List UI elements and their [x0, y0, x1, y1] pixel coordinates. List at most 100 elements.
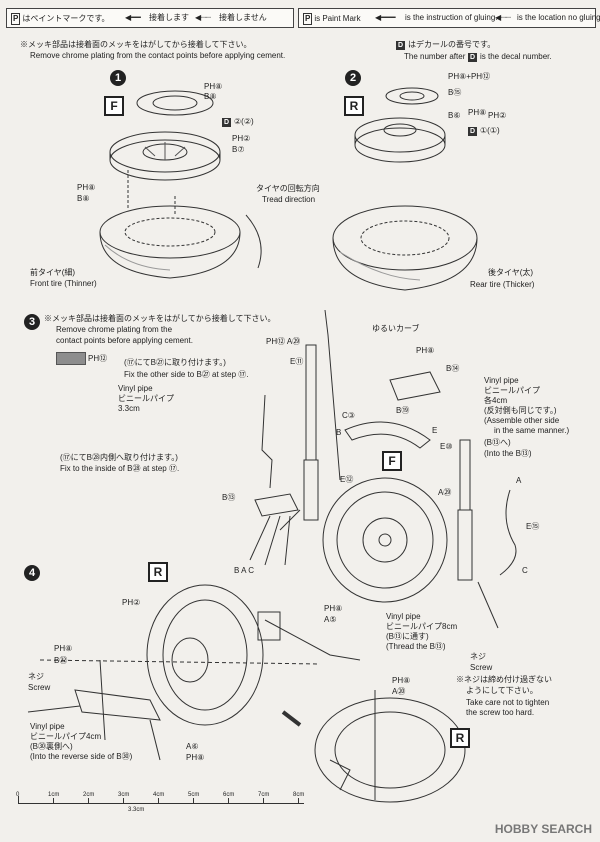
rear-tire-drawing — [332, 205, 478, 291]
front-tire-drawing — [99, 170, 241, 279]
rear-wheel-drawing — [354, 117, 446, 163]
step4-rear-box: R — [148, 562, 168, 582]
step2-tag5: PH② — [488, 111, 507, 120]
fork-bracket-drawing — [249, 371, 441, 566]
step4-vinyl-into: (Into the reverse side of B㉚) — [30, 752, 133, 761]
step2-tag1: PH⑧+PH⑫ — [448, 72, 491, 81]
step3-ph12-a29: PH⑫ A㉙ — [266, 337, 301, 346]
ruler: 0 1cm 2cm 3cm 4cm 5cm 6cm 7cm 8cm 3.3cm — [16, 792, 308, 816]
vinyl2-b13: (B⑬へ) — [484, 438, 511, 447]
step4-vinyl8-en: Vinyl pipe — [386, 612, 421, 621]
glue-arrow-icon: ◀━━━ — [375, 13, 396, 22]
step4-vinyl8-ja: ビニールパイプ8cm — [386, 622, 458, 631]
step4-ph8b: PH⑧ — [324, 604, 343, 613]
front-tire-en: Front tire (Thinner) — [30, 279, 97, 288]
rear-tire-lower-drawing — [314, 690, 466, 803]
step1-tag-b8-b: B⑧ — [77, 194, 90, 203]
step3-note-en2: contact points before applying cement. — [56, 336, 193, 345]
paint-swatch — [56, 352, 86, 365]
tread-direction-en: Tread direction — [262, 195, 316, 204]
ruler-label: 5cm — [188, 792, 200, 798]
decal-box-icon: D — [396, 41, 405, 50]
fix-en2: Fix to the inside of B㉘ at step ⑰. — [60, 464, 180, 473]
step3-curve: ゆるいカーブ — [372, 324, 420, 333]
ruler-label: 8cm — [293, 792, 305, 798]
step3-e: E — [432, 426, 438, 435]
front-disc-drawing — [136, 90, 214, 116]
vinyl2-each: 各4cm — [484, 396, 508, 405]
step4-vinyl-b30: (B㉚裏側へ) — [30, 742, 73, 751]
rear-wheel-step4-drawing — [146, 584, 264, 726]
caution-ja2: ようにして下さい。 — [466, 686, 538, 695]
step2-tag4: B⑥ — [448, 111, 461, 120]
step4-a20: A⑳ — [392, 687, 406, 696]
step4-a5: A⑤ — [324, 615, 337, 624]
step1-decal-box: D — [222, 118, 231, 127]
step2-rear-box: R — [344, 96, 364, 116]
step1-tag-ph2: PH② — [232, 134, 251, 143]
vinyl2-manner: in the same manner.) — [494, 426, 570, 435]
no-glue-arrow-icon: ◀┈┈ — [495, 13, 511, 22]
step1-tag-d2: ②(②) — [234, 117, 254, 126]
legend-left-dotted-text: 接着しません — [219, 13, 267, 22]
fix-en1: Fix the other side to B㉗ at step ⑰. — [124, 370, 249, 379]
step3-b19: B⑲ — [396, 406, 410, 415]
vinyl2-same: (反対側も同じです。) — [484, 406, 557, 415]
brand-logo: HOBBY SEARCH — [494, 822, 592, 836]
step4-screw2-en: Screw — [470, 663, 493, 672]
vinyl2-ja: ビニールパイプ — [484, 386, 540, 395]
step3-ph8: PH⑧ — [416, 346, 435, 355]
rear-axle-drawing — [39, 659, 321, 665]
step-4-marker: 4 — [24, 565, 40, 581]
ruler-label: 2cm — [83, 792, 95, 798]
ruler-label: 1cm — [48, 792, 60, 798]
caution-ja1: ※ネジは締め付け過ぎない — [456, 675, 552, 684]
swatch-label: PH⑫ — [88, 354, 108, 363]
step3-b14: B⑭ — [446, 364, 460, 373]
paint-mark-icon: P — [303, 13, 313, 25]
ruler-label: 3cm — [118, 792, 130, 798]
vinyl1-en: Vinyl pipe — [118, 384, 153, 393]
chrome-note-en: Remove chrome plating from the contact p… — [30, 51, 286, 60]
step1-tag-b7: B⑦ — [232, 145, 245, 154]
step4-b22: B㉒ — [54, 656, 68, 665]
step3-b13: B⑬ — [222, 493, 236, 502]
caution-en1: Take care not to tighten — [466, 698, 550, 707]
step4-screw2-ja: ネジ — [470, 652, 486, 661]
step4-vinyl-en: Vinyl pipe — [30, 722, 65, 731]
front-fender-drawing — [344, 421, 431, 449]
step3-e10: E⑩ — [440, 442, 453, 451]
step4-screw-en: Screw — [28, 683, 51, 692]
ruler-label: 4cm — [153, 792, 165, 798]
decal-box-icon: D — [468, 53, 477, 62]
step4-screw-drawing — [27, 705, 81, 713]
fix-ja2: (⑰にてB㉘内側へ取り付けます。) — [60, 453, 178, 462]
step4-ph8d: PH⑧ — [392, 676, 411, 685]
step4-vinyl8-thread: (Thread the B⑬) — [386, 642, 446, 651]
step4-a6: A⑥ — [186, 742, 199, 751]
step3-a: A — [516, 476, 522, 485]
rear-tire-en: Rear tire (Thicker) — [470, 280, 535, 289]
decal-note-ja: はデカールの番号です。 — [408, 40, 496, 49]
step1-front-box: F — [104, 96, 124, 116]
step2-tag2: B⑮ — [448, 88, 462, 97]
legend-right-text: is Paint Mark — [314, 14, 361, 23]
step4-ph8: PH⑧ — [54, 644, 73, 653]
vinyl1-ja: ビニールパイプ — [118, 394, 174, 403]
legend-right-dotted-text: is the location no gluing. — [517, 13, 600, 22]
legend-right-arrow-text: is the instruction of gluing. — [405, 13, 498, 22]
rear-tire-ja: 後タイヤ(太) — [488, 268, 534, 277]
step2-decal-box: D — [468, 127, 477, 136]
vinyl2-en: Vinyl pipe — [484, 376, 519, 385]
vinyl-pipe-right-drawing — [499, 489, 517, 576]
step3-front-box: F — [382, 451, 402, 471]
tread-direction-arrow — [245, 214, 262, 269]
step3-e15: E⑮ — [526, 522, 540, 531]
step3-note-ja: ※メッキ部品は接着面のメッキをはがしてから接着して下さい。 — [44, 314, 276, 323]
ruler-label: 7cm — [258, 792, 270, 798]
decal-note-en-b: is the decal number. — [480, 52, 552, 61]
step1-tag-ph8: PH⑧ — [204, 82, 223, 91]
